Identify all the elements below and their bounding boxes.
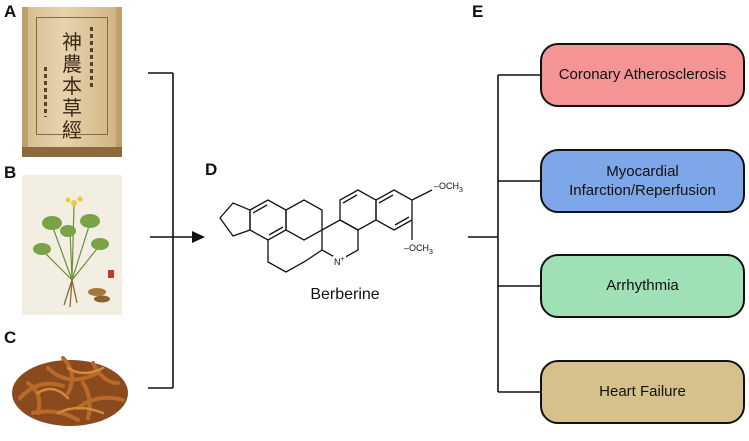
panel-letter-a: A	[4, 2, 17, 21]
dried-rhizome-image	[8, 338, 133, 430]
methoxy-label-upper: –OCH3	[434, 181, 463, 194]
panel-letter-c: C	[4, 328, 17, 347]
panel-letter-e: E	[472, 2, 484, 21]
methoxy-label-lower: –OCH3	[404, 243, 433, 256]
ancient-book-image: 神 農 本 草 經	[22, 7, 122, 157]
disease-label: Myocardial Infarction/Reperfusion	[569, 162, 716, 200]
disease-label: Arrhythmia	[606, 277, 679, 295]
disease-label: Heart Failure	[599, 383, 686, 401]
book-title-char-5: 經	[62, 118, 82, 142]
panel-letter-d: D	[205, 160, 218, 179]
panel-letter-b: B	[4, 163, 17, 182]
book-title-char-3: 本	[62, 74, 82, 98]
disease-box-arrhythmia: Arrhythmia	[540, 254, 745, 318]
book-title-char-4: 草	[62, 96, 82, 120]
book-title-char-1: 神	[62, 30, 82, 54]
book-title-char-2: 農	[62, 52, 82, 76]
berberine-structure	[219, 189, 433, 273]
disease-label: Coronary Atherosclerosis	[558, 66, 727, 84]
disease-box-heart-failure: Heart Failure	[540, 360, 745, 424]
molecule-name: Berberine	[310, 286, 380, 303]
disease-box-coronary-atherosclerosis: Coronary Atherosclerosis	[540, 43, 745, 107]
disease-box-myocardial-infarction: Myocardial Infarction/Reperfusion	[540, 149, 745, 213]
nitrogen-cation-label: N+	[333, 256, 346, 267]
arrow-head-icon	[192, 231, 205, 243]
coptis-plant-illustration	[22, 175, 122, 315]
